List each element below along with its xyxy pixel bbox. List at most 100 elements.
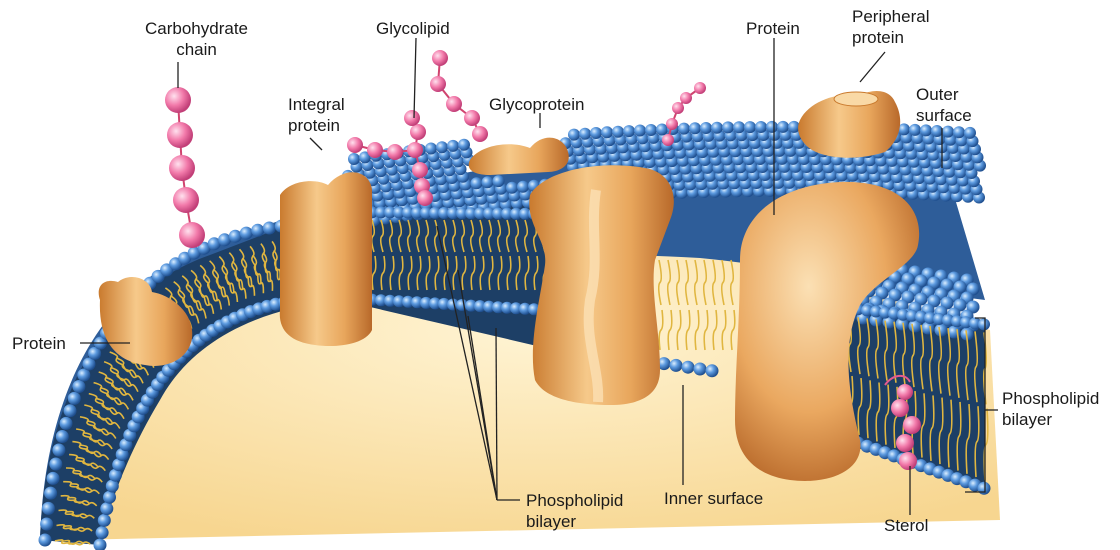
phospholipid-head xyxy=(755,121,767,133)
sugar-bead xyxy=(410,124,426,140)
phospholipid-head xyxy=(670,359,683,372)
phospholipid-head xyxy=(493,175,505,187)
phospholipid-head xyxy=(40,518,53,531)
phospholipid-head xyxy=(39,534,52,547)
label-outer-surface-line1: Outer xyxy=(916,84,972,105)
phospholipid-head xyxy=(953,126,965,138)
phospholipid-head xyxy=(251,224,264,237)
phospholipid-head xyxy=(733,121,745,133)
sugar-bead xyxy=(430,76,446,92)
phospholipid-head xyxy=(579,128,591,140)
phospholipid-head xyxy=(931,125,943,137)
phospholipid-head xyxy=(689,122,701,134)
label-carbohydrate-chain-line2: chain xyxy=(145,39,248,60)
label-carbohydrate-chain: Carbohydrate chain xyxy=(145,18,248,60)
phospholipid-head xyxy=(229,230,242,243)
integral-protein-shape xyxy=(280,172,372,346)
phospholipid-head xyxy=(348,153,360,165)
phospholipid-head xyxy=(506,182,518,194)
phospholipid-head xyxy=(766,121,778,133)
label-sterol: Sterol xyxy=(884,515,928,536)
label-outer-surface: Outer surface xyxy=(916,84,972,126)
phospholipid-head xyxy=(700,122,712,134)
sugar-bead xyxy=(464,110,480,126)
phospholipid-head xyxy=(978,482,991,495)
label-inner-surface-text: Inner surface xyxy=(664,488,763,509)
sugar-bead xyxy=(173,187,199,213)
label-integral-protein: Integral protein xyxy=(288,94,345,136)
phospholipid-head xyxy=(978,318,990,330)
label-glycolipid: Glycolipid xyxy=(376,18,450,39)
label-peripheral-protein-line1: Peripheral xyxy=(852,6,930,27)
sugar-bead xyxy=(169,155,195,181)
sugar-bead xyxy=(417,190,433,206)
label-glycoprotein-text: Glycoprotein xyxy=(489,94,584,115)
phospholipid-head xyxy=(694,363,707,376)
phospholipid-head xyxy=(458,139,470,151)
phospholipid-head xyxy=(964,127,976,139)
phospholipid-head xyxy=(682,361,695,374)
phospholipid-head xyxy=(425,143,437,155)
sugar-bead xyxy=(387,144,403,160)
phospholipid-head xyxy=(744,121,756,133)
sugar-bead xyxy=(404,110,420,126)
sugar-bead xyxy=(167,122,193,148)
label-integral-protein-line1: Integral xyxy=(288,94,345,115)
phospholipid-head xyxy=(72,380,85,393)
phospholipid-head xyxy=(49,458,62,471)
phospholipid-head xyxy=(601,126,613,138)
label-peripheral-protein: Peripheral protein xyxy=(852,6,930,48)
phospholipid-head xyxy=(777,121,789,133)
phospholipid-head xyxy=(56,430,69,443)
phospholipid-head xyxy=(68,392,81,405)
label-phospholipid-bilayer-bottom-line1: Phospholipid xyxy=(526,490,623,511)
phospholipid-head xyxy=(42,502,55,515)
glycoprotein-shape xyxy=(469,138,569,175)
phospholipid-head xyxy=(103,491,116,504)
label-carbohydrate-chain-line1: Carbohydrate xyxy=(145,18,248,39)
label-phospholipid-bilayer-right-line2: bilayer xyxy=(1002,409,1099,430)
sugar-bead xyxy=(432,50,448,66)
phospholipid-head xyxy=(240,227,253,240)
label-inner-surface: Inner surface xyxy=(664,488,763,509)
sugar-bead xyxy=(672,102,684,114)
peripheral-protein-top xyxy=(834,92,878,106)
label-integral-protein-line2: protein xyxy=(288,115,345,136)
sugar-bead xyxy=(662,134,674,146)
label-phospholipid-bilayer-right-line1: Phospholipid xyxy=(1002,388,1099,409)
phospholipid-head xyxy=(568,129,580,141)
phospholipid-head xyxy=(590,127,602,139)
sugar-bead xyxy=(179,222,205,248)
sugar-bead xyxy=(666,118,678,130)
phospholipid-head xyxy=(722,121,734,133)
phospholipid-head xyxy=(96,526,109,539)
phospholipid-head xyxy=(920,124,932,136)
phospholipid-head xyxy=(64,404,77,417)
phospholipid-head xyxy=(47,472,60,485)
phospholipid-head xyxy=(634,125,646,137)
phospholipid-head xyxy=(471,177,483,189)
phospholipid-head xyxy=(263,222,276,235)
phospholipid-head xyxy=(517,181,529,193)
label-protein-left: Protein xyxy=(12,333,66,354)
phospholipid-head xyxy=(942,126,954,138)
phospholipid-head xyxy=(436,141,448,153)
phospholipid-head xyxy=(100,502,113,515)
phospholipid-head xyxy=(706,364,719,377)
phospholipid-head xyxy=(645,124,657,136)
phospholipid-head xyxy=(60,417,73,430)
channel-protein-shape xyxy=(529,165,674,405)
phospholipid-head xyxy=(447,140,459,152)
label-phospholipid-bilayer-right: Phospholipid bilayer xyxy=(1002,388,1099,430)
label-phospholipid-bilayer-bottom-line2: bilayer xyxy=(526,511,623,532)
label-protein-top: Protein xyxy=(746,18,800,39)
sugar-bead xyxy=(680,92,692,104)
label-glycoprotein: Glycoprotein xyxy=(489,94,584,115)
phospholipid-head xyxy=(623,125,635,137)
phospholipid-head xyxy=(482,176,494,188)
phospholipid-head xyxy=(678,123,690,135)
sugar-bead xyxy=(472,126,488,142)
sugar-bead xyxy=(412,162,428,178)
phospholipid-head xyxy=(98,514,111,527)
